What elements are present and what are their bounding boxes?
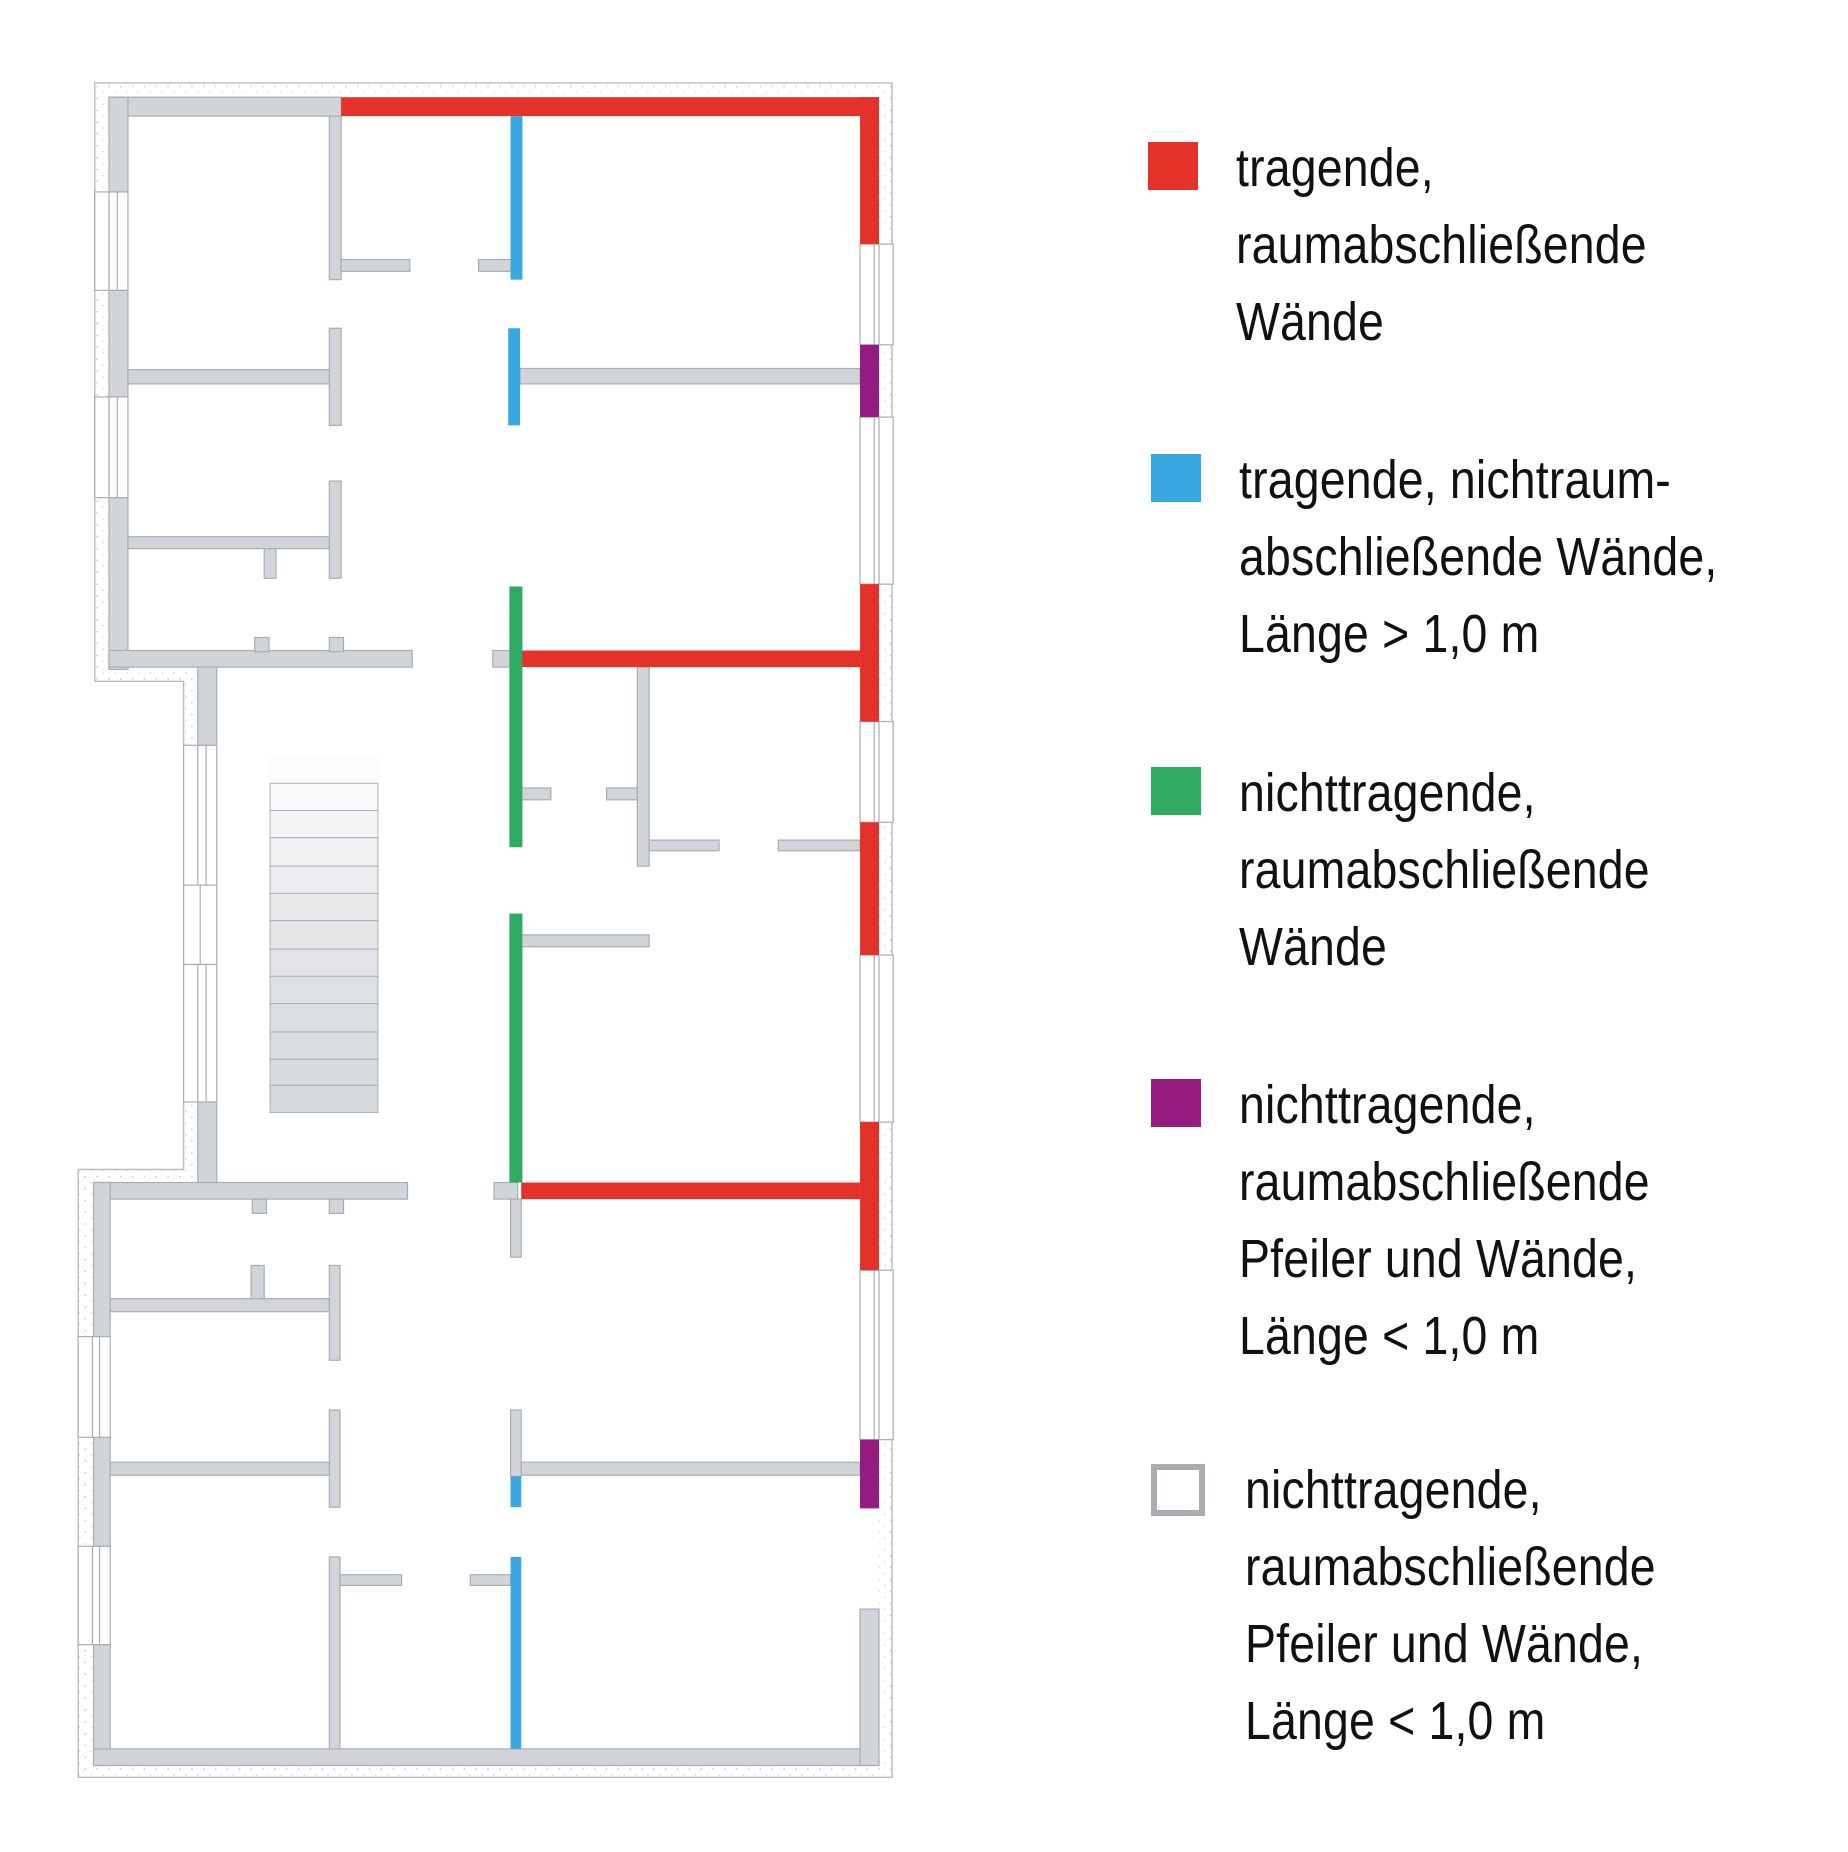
windows [77,191,894,1646]
staircase [269,754,379,1114]
exterior-insulation-band [77,82,893,1779]
load-bearing-enclosing-walls [341,97,879,1271]
grey-walls [92,96,880,1767]
non-load-bearing-piers [860,344,879,1509]
load-bearing-non-enclosing-walls [508,116,523,1749]
non-load-bearing-enclosing-walls [509,586,523,1183]
